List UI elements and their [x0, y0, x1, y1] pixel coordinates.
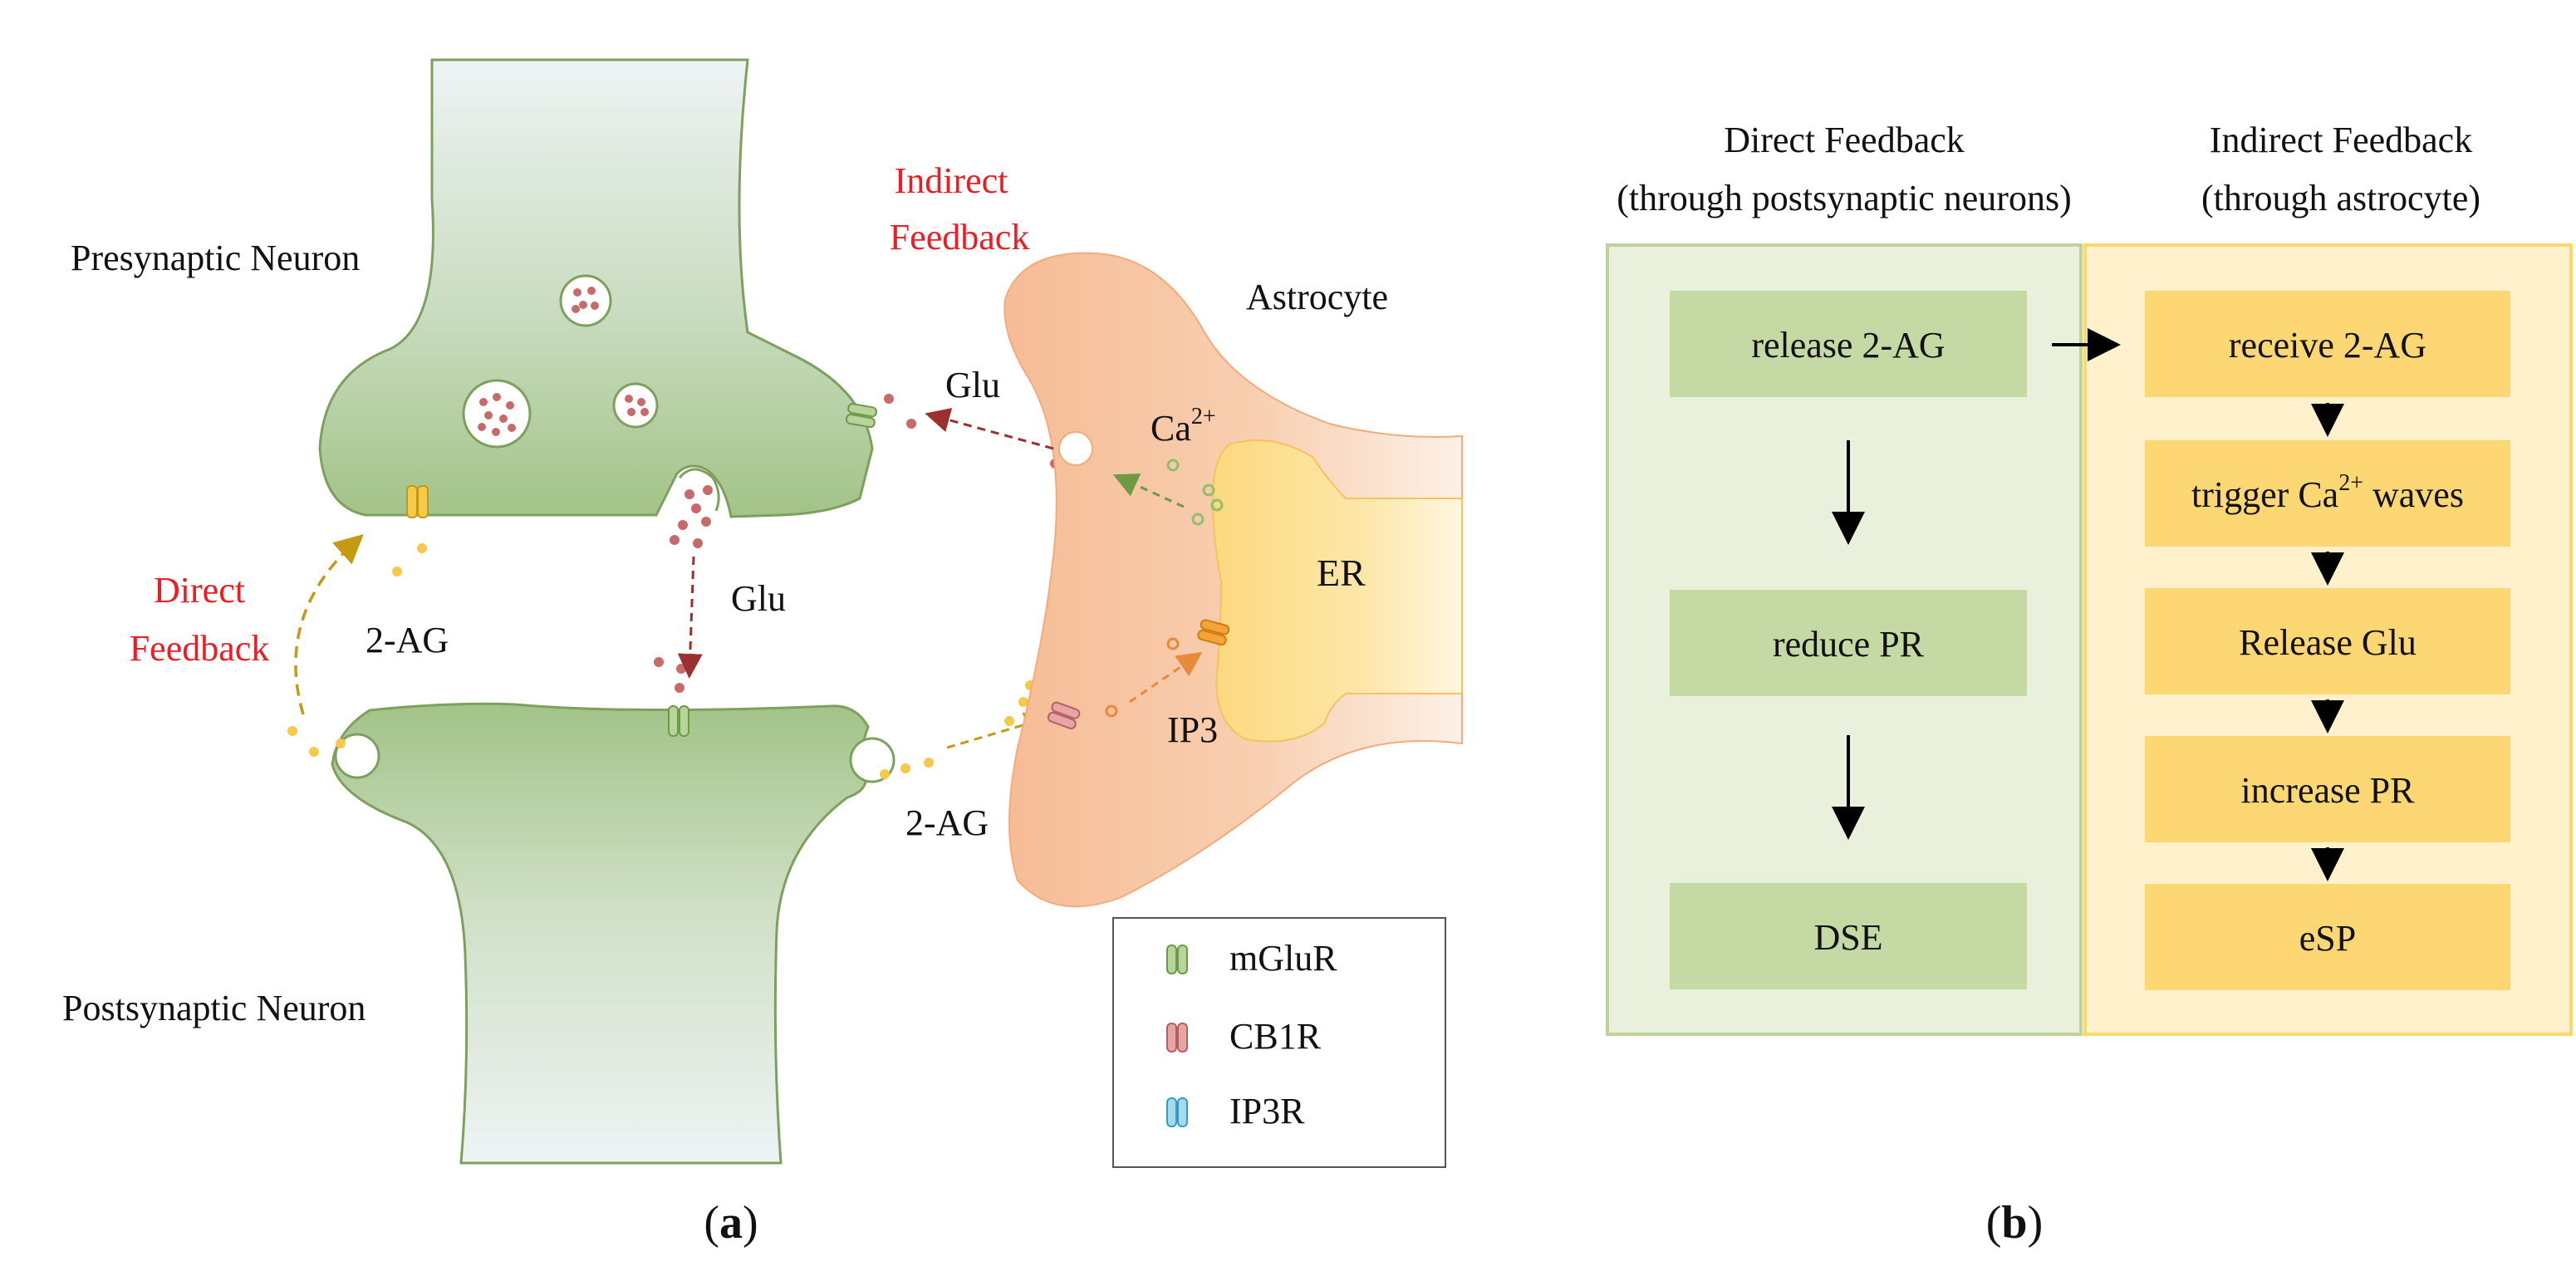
astrocyte-label: Astrocyte — [1246, 277, 1388, 317]
postsynaptic-mglur-receptor-icon — [668, 705, 689, 737]
direct-step-release: release 2-AG — [1751, 325, 1945, 366]
mglur-receptor-icon — [1166, 945, 1188, 974]
postsynaptic-neuron — [331, 702, 870, 1165]
indirect-feedback-label-line1: Indirect — [895, 160, 1008, 201]
calcium-arrow — [1112, 474, 1185, 508]
panel-b: Direct Feedback (through postsynaptic ne… — [1606, 120, 2573, 1249]
2ag-label-left: 2-AG — [366, 620, 449, 660]
2ag-particles-left — [287, 543, 427, 757]
calcium-label: Ca2+ — [1151, 404, 1216, 449]
ip3-arrow — [1129, 651, 1203, 704]
endoplasmic-reticulum — [1211, 439, 1463, 743]
astrocyte-cb1r-receptor-icon — [1047, 701, 1081, 729]
2ag-particles-right — [880, 680, 1035, 779]
indirect-step-box — [2145, 440, 2510, 547]
indirect-feedback-label-line2: Feedback — [890, 217, 1030, 258]
presynaptic-label: Presynaptic Neuron — [71, 238, 360, 278]
cb1r-receptor-icon — [1166, 1023, 1188, 1053]
legend-label-mglur: mGluR — [1229, 938, 1337, 979]
indirect-step-box — [2145, 291, 2510, 397]
2ag-astrocyte-arrow — [946, 712, 1050, 749]
indirect-step-esp: eSP — [2299, 918, 2356, 959]
indirect-header-line2: (through astrocyte) — [2201, 178, 2480, 218]
presynaptic-cb1r-receptor-icon — [406, 485, 429, 518]
caption-b: (b) — [1986, 1197, 2043, 1249]
indirect-step-increase: increase PR — [2241, 770, 2416, 811]
direct-feedback-arrow — [294, 533, 364, 715]
ip3-label: IP3 — [1167, 709, 1218, 750]
indirect-step-box — [2145, 588, 2510, 694]
direct-step-reduce: reduce PR — [1773, 624, 1925, 665]
release-pocket — [678, 468, 720, 512]
indirect-step-release-glu: Release Glu — [2239, 622, 2417, 663]
glu-label-right: Glu — [945, 365, 1000, 405]
legend-label-cb1r: CB1R — [1229, 1016, 1322, 1057]
legend-label-ip3r: IP3R — [1229, 1091, 1305, 1131]
panel-a: Presynaptic Neuron Postsynaptic Neuron A… — [62, 58, 1463, 1249]
direct-step-box — [1670, 590, 2027, 696]
indirect-step-trigger: trigger Ca2+ waves — [2191, 470, 2464, 515]
calcium-particles — [1166, 459, 1224, 526]
ip3-particles — [1105, 637, 1180, 718]
legend: mGluR CB1R IP3R — [1112, 917, 1446, 1168]
postsynaptic-pocket-left — [334, 733, 380, 779]
vesicles — [462, 274, 659, 449]
glu-release-arrow — [677, 556, 703, 679]
glu-label-center: Glu — [731, 578, 786, 619]
indirect-step-receive: receive 2-AG — [2229, 325, 2426, 366]
caption-a: (a) — [704, 1197, 758, 1249]
direct-feedback-label-line2: Feedback — [130, 628, 270, 669]
direct-header-line1: Direct Feedback — [1724, 120, 1965, 160]
direct-step-dse: DSE — [1813, 917, 1882, 958]
direct-step-box — [1670, 291, 2027, 397]
direct-step-box — [1670, 883, 2027, 989]
indirect-header-line1: Indirect Feedback — [2210, 120, 2472, 160]
postsynaptic-label: Postsynaptic Neuron — [62, 988, 366, 1028]
ip3r-receptor-icon — [1166, 1097, 1188, 1127]
2ag-label-bottom: 2-AG — [905, 802, 989, 843]
er-label: ER — [1317, 552, 1366, 594]
astrocyte-glu-pocket — [1058, 431, 1093, 466]
presynaptic-mglur-receptor-icon — [845, 403, 878, 429]
direct-header-line2: (through postsynaptic neurons) — [1617, 178, 2071, 218]
astrocyte-glu-arrow — [925, 408, 1054, 450]
indirect-step-box — [2145, 736, 2510, 842]
er-ip3r-receptor-icon — [1197, 619, 1230, 646]
indirect-step-box — [2145, 884, 2510, 990]
direct-feedback-label-line1: Direct — [154, 570, 245, 611]
